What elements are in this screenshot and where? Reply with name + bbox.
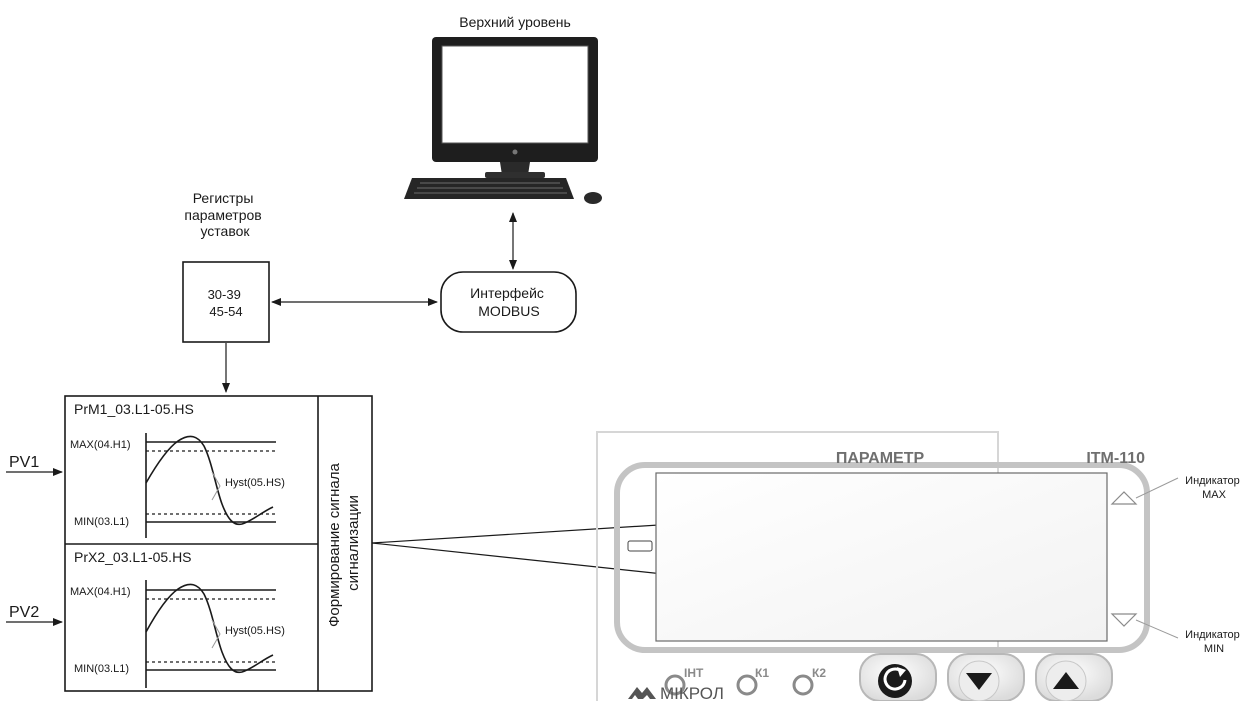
- indicator-min-label: Индикатор MIN: [1185, 629, 1243, 655]
- device-model-label: ITM-110: [1086, 450, 1145, 467]
- computer-icon: [404, 37, 602, 204]
- indicator-max-triangle: [1110, 491, 1138, 505]
- registers-title-line-2: параметров: [184, 207, 261, 223]
- alarm-vertical-label-line-2: сигнализации: [345, 495, 362, 591]
- modbus-label: Интерфейс MODBUS: [470, 285, 548, 319]
- indicator-min-line-1: Индикатор: [1185, 629, 1240, 641]
- registers-title-line-1: Регистры: [193, 190, 254, 206]
- modbus-label-line-2: MODBUS: [478, 303, 539, 319]
- input-pv2-label: PV2: [9, 604, 39, 621]
- alarm-vertical-label: Формирование сигнала сигнализации: [326, 459, 362, 627]
- input-pv1-label: PV1: [9, 454, 39, 471]
- arrow-up-icon: [1045, 660, 1087, 701]
- device-panel: [596, 431, 1150, 701]
- panel-1-max-label: MAX(04.H1): [70, 439, 131, 451]
- arrow-down-icon: [958, 660, 1000, 701]
- registers-title: Регистры параметров уставок: [184, 190, 265, 239]
- indicator-min-line-2: MIN: [1204, 643, 1224, 655]
- modbus-interface-box: [440, 271, 577, 333]
- panel-2-min-label: MIN(03.L1): [74, 663, 129, 675]
- alarm-vertical-label-line-1: Формирование сигнала: [326, 463, 343, 628]
- panel-1-min-label: MIN(03.L1): [74, 516, 129, 528]
- led-int: ІНТ: [664, 666, 704, 696]
- indicator-max-label: Индикатор MAX: [1185, 475, 1243, 501]
- registers-values: 30-39 45-54: [208, 287, 245, 319]
- led-k2: К2: [792, 666, 826, 696]
- device-param-label: ПАРАМЕТР: [836, 450, 925, 467]
- led-k2-label: К2: [812, 666, 826, 680]
- panel-2-hyst-label: Hyst(05.HS): [225, 625, 285, 637]
- indicator-min-triangle: [1110, 613, 1138, 627]
- panel-1-title: PrM1_03.L1-05.HS: [74, 401, 194, 417]
- led-k1-label: К1: [755, 666, 769, 680]
- registers-value-line-2: 45-54: [209, 304, 242, 319]
- refresh-icon: [878, 664, 912, 698]
- registers-box: [182, 261, 270, 343]
- brand-text: МІКРОЛ: [660, 684, 724, 701]
- indicator-max-line-1: Индикатор: [1185, 475, 1240, 487]
- alarm-panel-2: PrX2_03.L1-05.HS MAX(04.H1) MIN(03.L1) H…: [70, 549, 285, 688]
- mikrol-logo: МІКРОЛ: [628, 684, 724, 701]
- panel-1-hyst-label: Hyst(05.HS): [225, 477, 285, 489]
- refresh-button[interactable]: [859, 653, 937, 701]
- modbus-label-line-1: Интерфейс: [470, 285, 544, 301]
- arrow-down-button[interactable]: [947, 653, 1025, 701]
- led-k1: К1: [736, 666, 769, 696]
- led-int-label: ІНТ: [684, 666, 704, 680]
- indicator-max-line-2: MAX: [1202, 489, 1227, 501]
- panel-2-max-label: MAX(04.H1): [70, 586, 131, 598]
- panel-2-title: PrX2_03.L1-05.HS: [74, 549, 192, 565]
- registers-value-line-1: 30-39: [208, 287, 241, 302]
- alarm-panel-1: PrM1_03.L1-05.HS MAX(04.H1) MIN(03.L1) H…: [70, 401, 285, 538]
- arrow-up-button[interactable]: [1035, 653, 1113, 701]
- top-level-label: Верхний уровень: [459, 14, 571, 30]
- registers-title-line-3: уставок: [200, 223, 250, 239]
